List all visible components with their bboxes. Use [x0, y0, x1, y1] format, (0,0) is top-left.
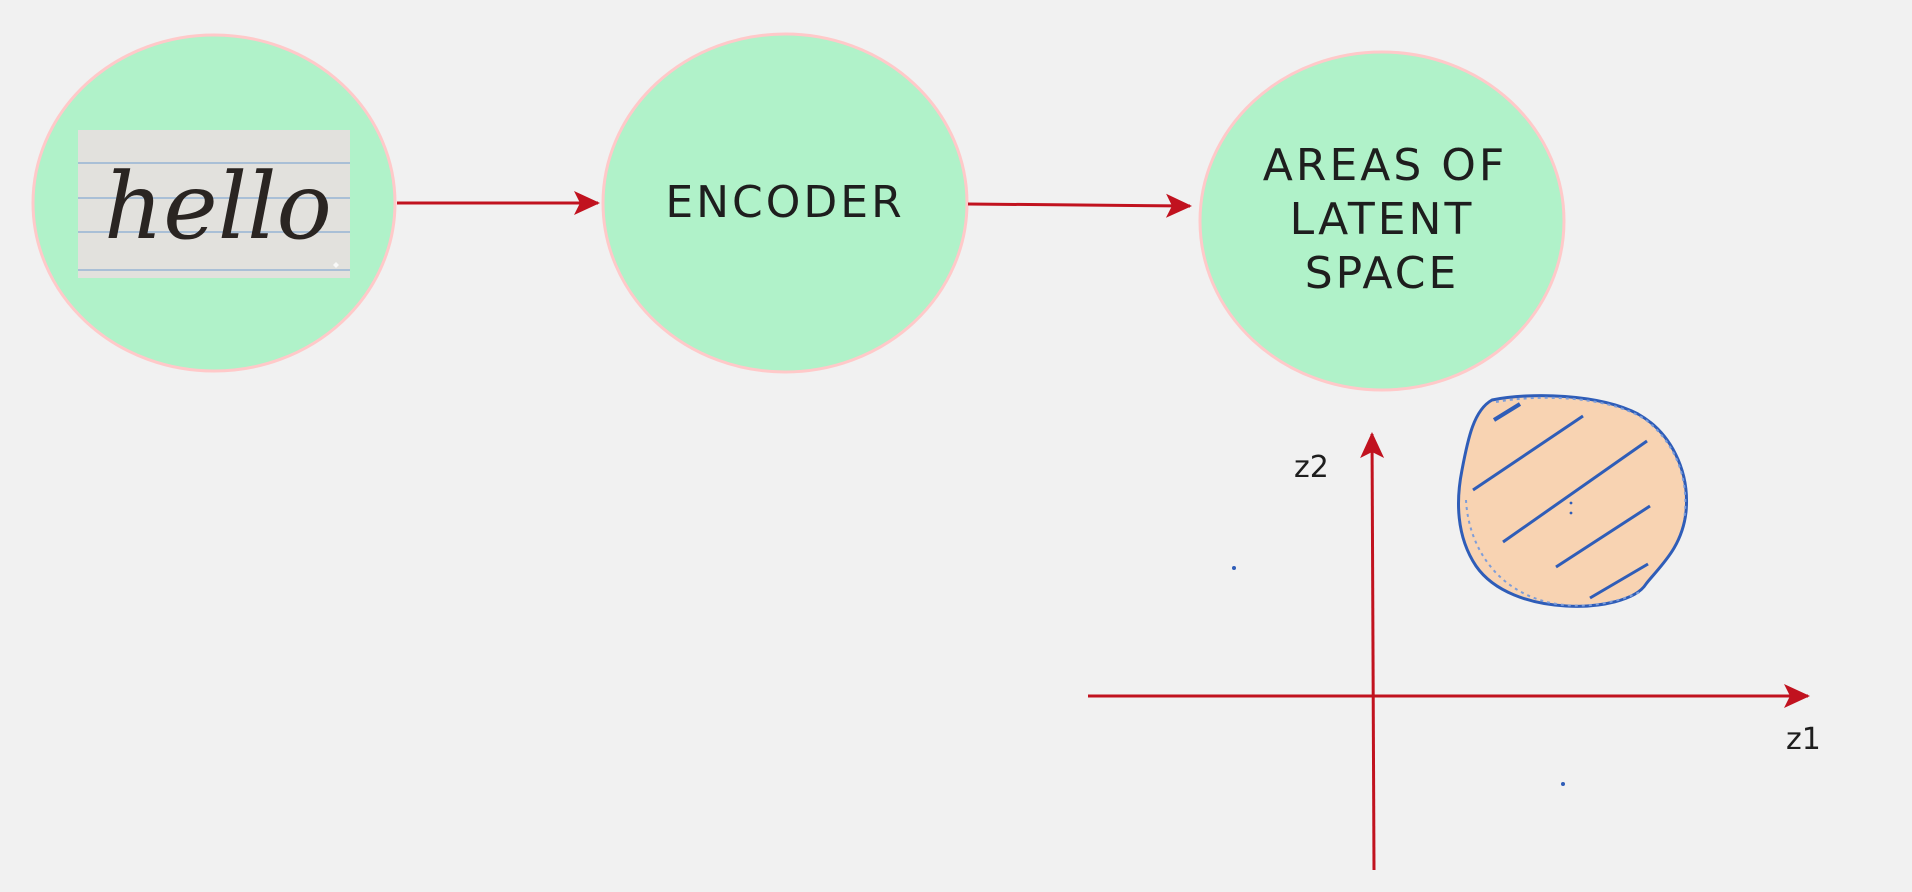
encoder-node-circle [601, 32, 969, 374]
encoder-node: ENCODER [601, 32, 969, 374]
input-node: hello [31, 33, 397, 373]
latent-label-line-3: SPACE [1305, 248, 1460, 299]
stray-dot [1232, 566, 1236, 570]
latent-node-circle [1198, 50, 1566, 392]
latent-axes: z2 z1 [1088, 432, 1821, 871]
arrow-encoder-to-latent [967, 193, 1192, 218]
latent-label-line-2: LATENT [1290, 194, 1475, 245]
hello-image: hello [78, 130, 350, 278]
latent-region [1457, 394, 1689, 608]
latent-region-shape [1457, 394, 1689, 608]
stray-dot [1561, 782, 1565, 786]
encoder-label: ENCODER [665, 177, 904, 228]
y-axis-label: z2 [1294, 450, 1329, 485]
y-axis [1360, 432, 1385, 871]
hello-image-text: hello [104, 153, 332, 260]
latent-node: AREAS OF LATENT SPACE [1198, 50, 1566, 392]
latent-label-line-1: AREAS OF [1263, 140, 1507, 191]
x-axis-label: z1 [1786, 722, 1821, 757]
